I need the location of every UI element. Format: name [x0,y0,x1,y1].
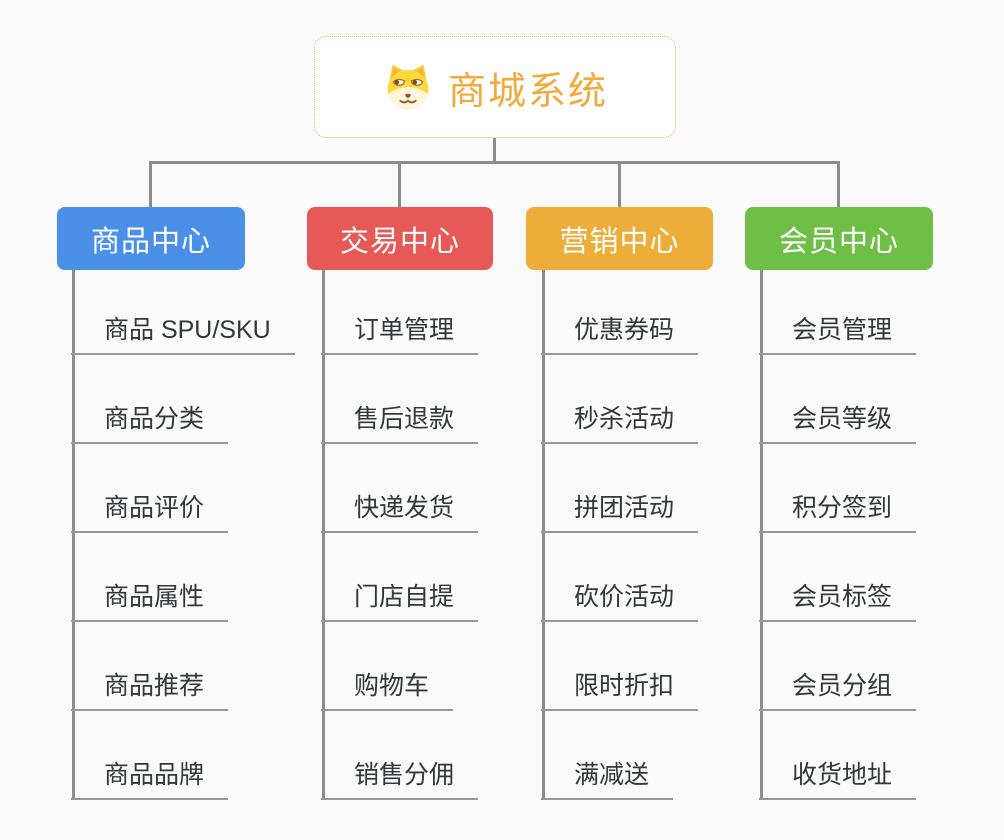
leaf-item[interactable]: 购物车 [321,667,454,711]
leaf-item[interactable]: 积分签到 [759,489,917,533]
leaf-item[interactable]: 秒杀活动 [541,400,699,444]
leaf-item[interactable]: 满减送 [541,756,674,800]
leaf-item[interactable]: 商品 SPU/SKU [71,311,295,355]
column-trunk-connector [322,269,325,800]
root-node[interactable]: 商城系统 [314,36,676,138]
leaf-item[interactable]: 砍价活动 [541,578,699,622]
branch-bus-connector [149,161,840,164]
leaf-item[interactable]: 商品属性 [71,578,229,622]
branch-node-member-center[interactable]: 会员中心 [745,207,933,270]
branch-drop-connector [618,161,621,207]
leaf-item[interactable]: 拼团活动 [541,489,699,533]
leaf-item[interactable]: 会员等级 [759,400,917,444]
leaf-item[interactable]: 商品品牌 [71,756,229,800]
branch-drop-connector [398,161,401,207]
leaf-item[interactable]: 限时折扣 [541,667,699,711]
leaf-item[interactable]: 门店自提 [321,578,479,622]
leaf-item[interactable]: 商品评价 [71,489,229,533]
branch-node-marketing-center[interactable]: 营销中心 [526,207,713,270]
root-stem-connector [493,138,496,163]
branch-drop-connector [837,161,840,207]
leaf-item[interactable]: 收货地址 [759,756,917,800]
root-title: 商城系统 [447,70,608,113]
leaf-item[interactable]: 优惠券码 [541,311,699,355]
branch-label: 商品中心 [90,225,211,258]
dog-face-icon [387,64,429,110]
column-trunk-connector [542,269,545,800]
branch-node-product-center[interactable]: 商品中心 [57,207,245,270]
leaf-item[interactable]: 会员标签 [759,578,917,622]
branch-label: 营销中心 [559,225,680,258]
branch-label: 交易中心 [339,225,460,258]
branch-node-trade-center[interactable]: 交易中心 [307,207,493,270]
leaf-item[interactable]: 会员管理 [759,311,917,355]
leaf-item[interactable]: 销售分佣 [321,756,479,800]
leaf-item[interactable]: 商品推荐 [71,667,229,711]
leaf-item[interactable]: 快递发货 [321,489,479,533]
column-trunk-connector [72,269,75,800]
leaf-item[interactable]: 商品分类 [71,400,229,444]
branch-label: 会员中心 [778,225,899,258]
column-trunk-connector [760,269,763,800]
leaf-item[interactable]: 售后退款 [321,400,479,444]
leaf-item[interactable]: 会员分组 [759,667,917,711]
leaf-item[interactable]: 订单管理 [321,311,479,355]
branch-drop-connector [149,161,152,207]
